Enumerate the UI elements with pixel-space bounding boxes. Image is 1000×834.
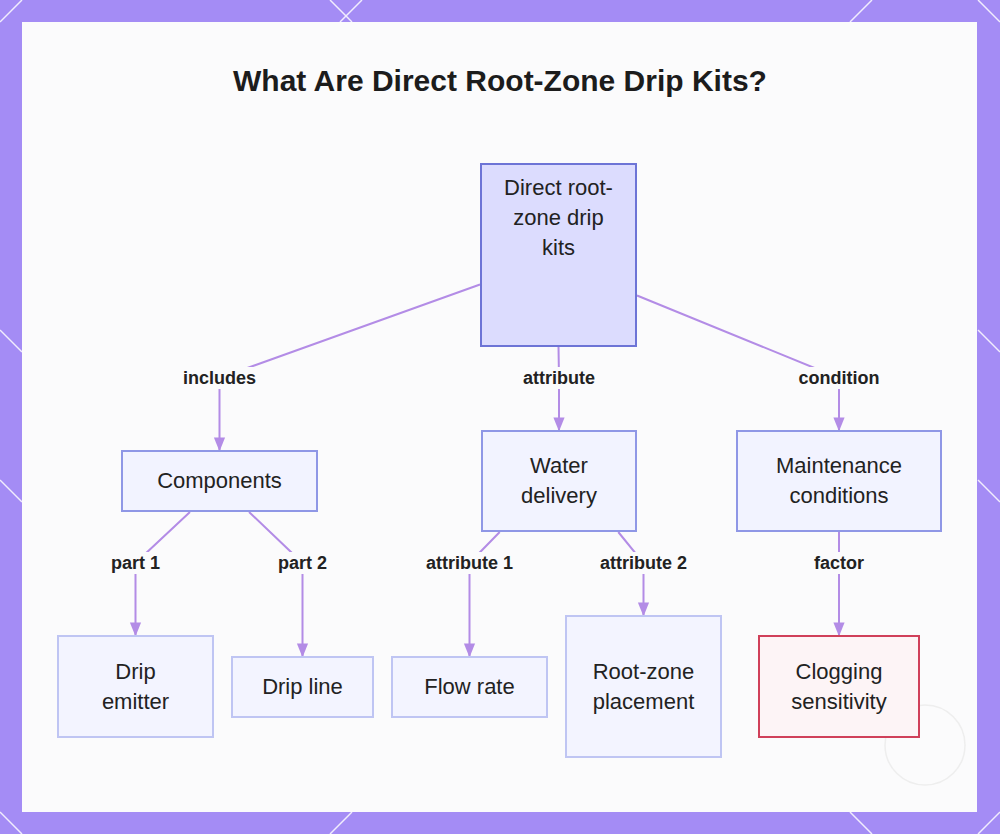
- edge-label: attribute: [520, 367, 598, 389]
- node-label: Components: [157, 466, 282, 496]
- node-label: Root-zone placement: [581, 657, 706, 717]
- connector-line: [249, 512, 302, 656]
- white-panel: [22, 22, 977, 812]
- concept-box: Drip emitter: [57, 635, 214, 738]
- edge-label: factor: [811, 552, 867, 574]
- node-label: Drip emitter: [87, 657, 184, 717]
- connector-line: [637, 295, 839, 430]
- concept-box: Maintenance conditions: [736, 430, 942, 532]
- diagram-title: What Are Direct Root-Zone Drip Kits?: [0, 64, 1000, 98]
- concept-box: Direct root-zone drip kits: [480, 163, 637, 347]
- node-label: Direct root-zone drip kits: [498, 173, 619, 263]
- risk-box: Clogging sensitivity: [758, 635, 920, 738]
- edge-label: condition: [796, 367, 883, 389]
- concept-box: Components: [121, 450, 318, 512]
- node-label: Water delivery: [495, 451, 623, 511]
- concept-box: Water delivery: [481, 430, 637, 532]
- concept-box: Flow rate: [391, 656, 548, 718]
- edge-label: includes: [180, 367, 259, 389]
- edge-label: part 2: [275, 552, 330, 574]
- connector-line: [470, 532, 500, 656]
- node-label: Clogging sensitivity: [772, 657, 906, 717]
- connector-line: [838, 532, 840, 635]
- edge-label: attribute 2: [597, 552, 690, 574]
- concept-box: Drip line: [231, 656, 374, 718]
- edge-label: attribute 1: [423, 552, 516, 574]
- node-label: Flow rate: [424, 672, 514, 702]
- node-label: Maintenance conditions: [750, 451, 928, 511]
- concept-box: Root-zone placement: [565, 615, 722, 758]
- edge-label: part 1: [108, 552, 163, 574]
- node-label: Drip line: [262, 672, 343, 702]
